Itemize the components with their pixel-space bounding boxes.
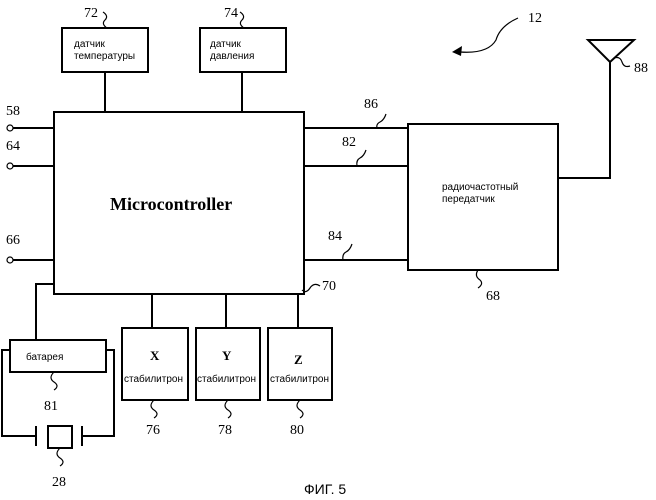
- ref-70: 70: [322, 279, 336, 294]
- ref-58: 58: [6, 104, 20, 119]
- battery-supply-line: [36, 284, 54, 340]
- ref-80-leader: [297, 400, 303, 418]
- pin-64-terminal: [7, 163, 13, 169]
- pressure-sensor-box: [200, 28, 286, 72]
- zener-y-box: [196, 328, 260, 400]
- ref-28: 28: [52, 475, 66, 490]
- battery-label: батарея: [26, 351, 63, 363]
- ref-28-leader: [57, 448, 63, 466]
- zener-y-word: стабилитрон: [197, 373, 256, 385]
- zener-y-letter: Y: [222, 348, 232, 363]
- pin-58-terminal: [7, 125, 13, 131]
- zener-z-letter: Z: [294, 352, 303, 367]
- ref-68: 68: [486, 289, 500, 304]
- ref-84-leader: [343, 244, 352, 260]
- pressure-sensor-label-2: давления: [210, 51, 254, 62]
- ref-82-leader: [357, 150, 366, 166]
- temperature-sensor-box: [62, 28, 148, 72]
- antenna-icon: [588, 40, 634, 62]
- ref-64: 64: [6, 139, 20, 154]
- ref-81-leader: [51, 372, 57, 390]
- ref-78: 78: [218, 423, 232, 438]
- ref-66: 66: [6, 233, 20, 248]
- ref-84: 84: [328, 229, 342, 244]
- ref-74-leader: [240, 12, 244, 28]
- ref-86-leader: [377, 114, 386, 128]
- ref-68-leader: [476, 270, 481, 288]
- ref-72-leader: [103, 12, 107, 28]
- ref-12-arrow: [460, 18, 518, 52]
- figure-caption: ФИГ. 5: [304, 481, 346, 497]
- rf-transmitter-label-2: передатчик: [442, 194, 495, 205]
- ref-78-leader: [225, 400, 231, 418]
- ref-72: 72: [84, 6, 98, 21]
- zener-x-word: стабилитрон: [124, 373, 183, 385]
- rf-transmitter-label-1: радиочастотный: [442, 182, 518, 193]
- ref-12-arrowhead: [452, 46, 462, 56]
- pin-66-terminal: [7, 257, 13, 263]
- microcontroller-label: Microcontroller: [110, 194, 232, 214]
- ref-81: 81: [44, 399, 58, 414]
- temperature-sensor-label-1: датчик: [74, 39, 106, 50]
- pressure-sensor-label-1: датчик: [210, 39, 242, 50]
- ref-86: 86: [364, 97, 378, 112]
- ref-76-leader: [151, 400, 157, 418]
- ref-88: 88: [634, 61, 648, 76]
- ref-80: 80: [290, 423, 304, 438]
- ref-88-leader: [614, 58, 630, 67]
- element-28-box: [48, 426, 72, 448]
- zener-z-word: стабилитрон: [270, 373, 329, 385]
- ref-82: 82: [342, 135, 356, 150]
- ref-76: 76: [146, 423, 160, 438]
- ref-12: 12: [528, 11, 542, 26]
- zener-x-letter: X: [150, 348, 160, 363]
- zener-x-box: [122, 328, 188, 400]
- ref-74: 74: [224, 6, 238, 21]
- antenna-feed-line: [558, 62, 610, 178]
- temperature-sensor-label-2: температуры: [74, 51, 135, 62]
